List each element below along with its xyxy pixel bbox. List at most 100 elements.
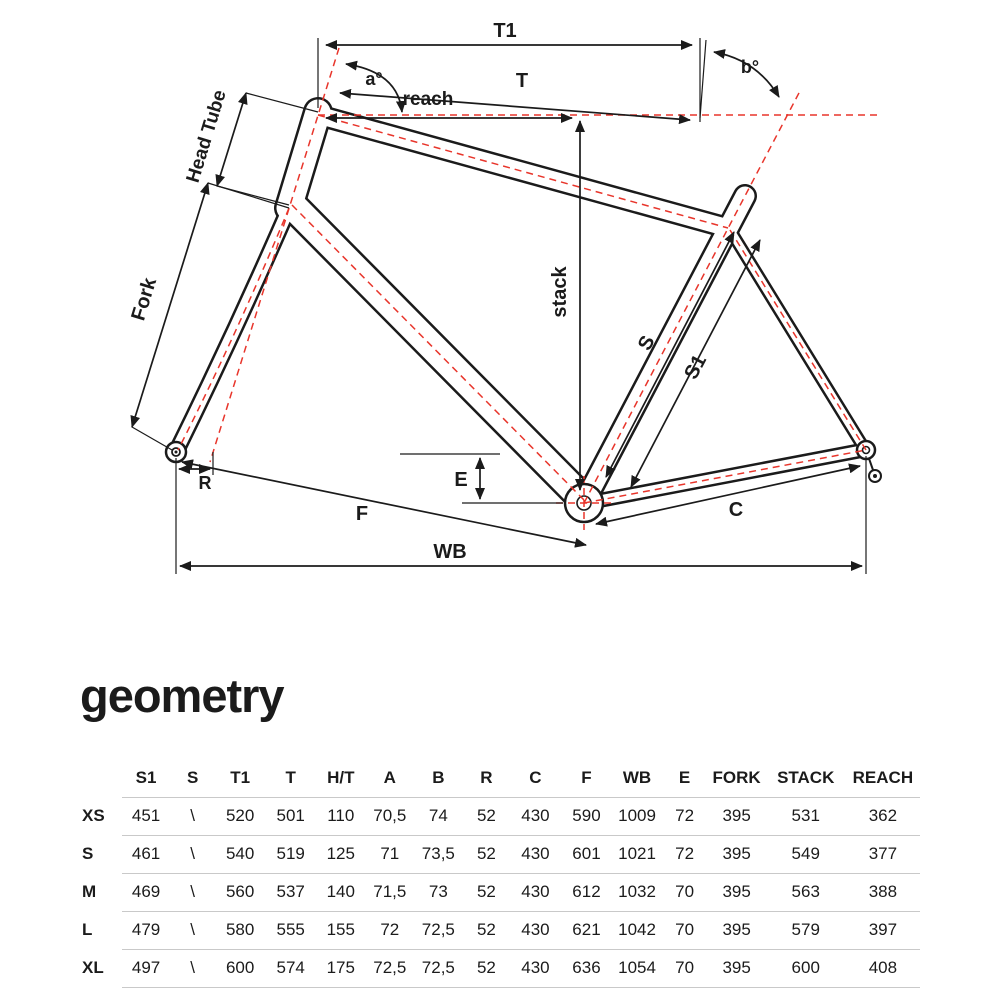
cell: 537 [265,873,317,912]
cell: \ [170,835,216,874]
cell: \ [170,949,216,988]
size-label: XL [82,958,104,977]
column-header: A [365,760,415,798]
dim-c [595,463,861,527]
cell: 72 [661,835,708,874]
cell: 1032 [612,873,662,912]
size-label: XS [82,806,105,825]
column-header: S1 [122,760,171,798]
cell: 377 [845,835,920,874]
cell: 1021 [612,835,662,874]
cell: 601 [560,835,613,874]
cell: 531 [765,797,846,836]
cell: 155 [316,911,366,950]
label-wb: WB [433,541,466,563]
column-header: B [414,760,463,798]
cell: 1042 [612,911,662,950]
cell: 574 [265,949,317,988]
cell: 70 [661,911,708,950]
dim-s1 [630,239,761,488]
label-c: C [729,499,743,521]
cell: 74 [414,797,463,836]
dim-t [339,88,691,125]
dim-angle-a [345,60,406,113]
cell: 430 [510,911,561,950]
cell: 71,5 [365,873,415,912]
label-e: E [454,469,467,491]
label-head-tube: Head Tube [183,88,231,186]
size-column-header [80,760,122,798]
column-header: T1 [215,760,266,798]
cell: 140 [316,873,366,912]
column-header: R [462,760,511,798]
cell: 70 [661,949,708,988]
cell: 580 [215,911,266,950]
dim-angle-b [713,49,780,98]
rear-dropout [855,439,882,483]
column-header: E [661,760,708,798]
cell: 563 [765,873,846,912]
cell: 362 [845,797,920,836]
cell: 72,5 [414,949,463,988]
column-header: T [265,760,317,798]
cell: 52 [462,797,511,836]
cell: 388 [845,873,920,912]
dimension-lines [130,40,863,571]
label-t1: T1 [493,20,516,42]
cell: 397 [845,911,920,950]
cell: 395 [707,873,766,912]
bike-geometry-diagram: T1 a° b° T reach Head Tube Fork stack S … [127,20,882,574]
cell: \ [170,911,216,950]
dim-f [181,459,587,548]
column-header: WB [612,760,662,798]
cell: 72 [365,911,415,950]
cell: 621 [560,911,613,950]
cell: 636 [560,949,613,988]
dim-s [605,231,735,478]
cell: 72,5 [365,949,415,988]
cell: 52 [462,949,511,988]
column-header: C [510,760,561,798]
cell: 600 [765,949,846,988]
column-header: FORK [707,760,766,798]
cell: 461 [122,835,171,874]
cell: 175 [316,949,366,988]
cell: 73,5 [414,835,463,874]
column-header: REACH [845,760,920,798]
cell: 52 [462,835,511,874]
cell: 519 [265,835,317,874]
label-fork: Fork [127,274,161,323]
cell: 1054 [612,949,662,988]
cell: 408 [845,949,920,988]
dim-fork [130,182,210,428]
cell: 110 [316,797,366,836]
label-s1: S1 [680,351,711,383]
label-t: T [516,70,528,92]
cell: 72,5 [414,911,463,950]
cell: 451 [122,797,171,836]
extension-lines [131,38,867,574]
cell: 590 [560,797,613,836]
label-reach: reach [403,89,454,110]
column-header: STACK [765,760,846,798]
cell: 71 [365,835,415,874]
label-angle-b: b° [741,57,759,77]
cell: 430 [510,873,561,912]
cell: 579 [765,911,846,950]
cell: 430 [510,835,561,874]
cell: 520 [215,797,266,836]
cell: 72 [661,797,708,836]
cell: 612 [560,873,613,912]
cell: 395 [707,911,766,950]
cell: 430 [510,797,561,836]
cell: 549 [765,835,846,874]
cell: 469 [122,873,171,912]
cell: 497 [122,949,171,988]
